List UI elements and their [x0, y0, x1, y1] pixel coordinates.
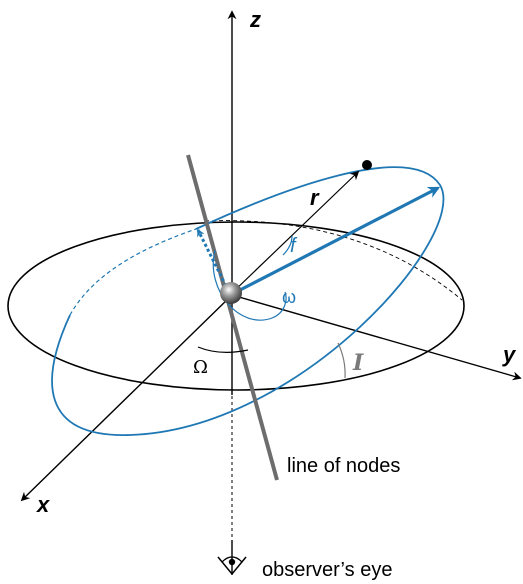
inclination-label: I	[352, 350, 364, 376]
observer-label: observer’s eye	[262, 559, 392, 581]
orbit-hidden-arc	[69, 228, 197, 316]
longitude-of-node-label: Ω	[193, 357, 208, 378]
inclination-arc	[337, 342, 346, 379]
radius-vector-line	[231, 170, 360, 294]
argument-of-periapsis-arc	[212, 249, 287, 321]
line-of-nodes-line	[186, 154, 279, 481]
longitude-of-node-arc	[197, 346, 249, 353]
y-axis-line	[231, 294, 522, 381]
radius-vector-label: r	[310, 185, 320, 210]
reference-plane-ellipse	[7, 221, 465, 391]
periapsis-vector	[239, 186, 441, 292]
ascending-node-vector	[196, 228, 228, 287]
x-axis-label: x	[36, 492, 50, 517]
argument-of-periapsis-label: ω	[282, 287, 296, 307]
true-anomaly-arc	[282, 235, 293, 256]
orbit-front-arc	[51, 166, 445, 436]
reference-plane-hidden-line	[204, 220, 463, 301]
orbiting-body-dot-icon	[362, 160, 372, 170]
observer-eye-icon	[217, 556, 247, 576]
line-of-nodes-label: line of nodes	[287, 455, 400, 477]
true-anomaly-label: f	[290, 235, 298, 257]
y-axis-label: y	[502, 342, 517, 367]
z-axis-label: z	[249, 7, 261, 32]
central-body-sphere-icon	[220, 282, 242, 304]
orbit	[51, 166, 445, 436]
x-axis-line	[20, 294, 233, 502]
